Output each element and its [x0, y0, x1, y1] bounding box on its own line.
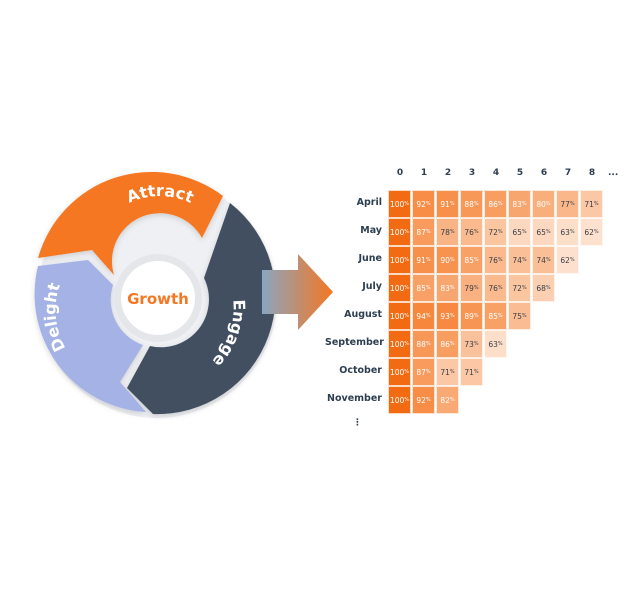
- retention-cell: 94%: [412, 302, 435, 330]
- retention-cell: 100%: [388, 330, 411, 358]
- retention-cell: 76%: [484, 274, 507, 302]
- retention-cell: 87%: [412, 358, 435, 386]
- retention-cell: 83%: [508, 190, 531, 218]
- column-header-1: 1: [420, 168, 428, 178]
- retention-cell: 86%: [484, 190, 507, 218]
- retention-cell: 85%: [460, 246, 483, 274]
- inbound-flywheel-diagram: Growth Attract Engage Delight: [34, 171, 277, 418]
- retention-cell: 91%: [412, 246, 435, 274]
- retention-cell: 85%: [484, 302, 507, 330]
- retention-cell: 88%: [412, 330, 435, 358]
- retention-cell: 74%: [508, 246, 531, 274]
- retention-cell: 88%: [460, 190, 483, 218]
- row-label: May: [360, 225, 382, 236]
- retention-cell: 68%: [532, 274, 555, 302]
- retention-cell: 90%: [436, 246, 459, 274]
- segment-engage: [127, 203, 276, 415]
- column-header-8: 8: [588, 168, 596, 178]
- row-label: April: [356, 197, 382, 208]
- retention-cell: 100%: [388, 246, 411, 274]
- retention-cell: 93%: [436, 302, 459, 330]
- column-header-3: 3: [468, 168, 476, 178]
- retention-cell: 72%: [508, 274, 531, 302]
- retention-cell: 73%: [460, 330, 483, 358]
- retention-cell: 76%: [484, 246, 507, 274]
- columns-more-indicator: ...: [608, 168, 619, 178]
- retention-cell: 100%: [388, 218, 411, 246]
- column-header-7: 7: [564, 168, 572, 178]
- center-label: Growth: [127, 290, 189, 308]
- retention-cell: 83%: [436, 274, 459, 302]
- retention-cell: 71%: [436, 358, 459, 386]
- retention-cell: 92%: [412, 386, 435, 414]
- column-header-4: 4: [492, 168, 500, 178]
- retention-cell: 63%: [556, 218, 579, 246]
- column-header-2: 2: [444, 168, 452, 178]
- retention-cell: 100%: [388, 358, 411, 386]
- segment-delight: [34, 260, 146, 412]
- retention-cell: 100%: [388, 190, 411, 218]
- arrow-icon: [262, 254, 333, 330]
- row-label: November: [327, 393, 382, 404]
- retention-cell: 77%: [556, 190, 579, 218]
- row-label: July: [362, 281, 382, 292]
- retention-cell: 74%: [532, 246, 555, 274]
- row-label: October: [339, 365, 382, 376]
- retention-cell: 100%: [388, 302, 411, 330]
- retention-cell: 62%: [580, 218, 603, 246]
- retention-cell: 91%: [436, 190, 459, 218]
- column-header-6: 6: [540, 168, 548, 178]
- column-header-5: 5: [516, 168, 524, 178]
- retention-cell: 80%: [532, 190, 555, 218]
- retention-cell: 100%: [388, 386, 411, 414]
- retention-cell: 86%: [436, 330, 459, 358]
- retention-cell: 72%: [484, 218, 507, 246]
- retention-cell: 92%: [412, 190, 435, 218]
- retention-cell: 71%: [580, 190, 603, 218]
- row-label: August: [344, 309, 382, 320]
- retention-cell: 82%: [436, 386, 459, 414]
- center-circle: [121, 261, 195, 335]
- retention-cell: 87%: [412, 218, 435, 246]
- column-header-0: 0: [396, 168, 404, 178]
- retention-cell: 89%: [460, 302, 483, 330]
- retention-cell: 75%: [508, 302, 531, 330]
- segment-attract: [38, 171, 223, 275]
- retention-cell: 79%: [460, 274, 483, 302]
- retention-cell: 65%: [508, 218, 531, 246]
- row-label: June: [358, 253, 382, 264]
- rows-more-indicator: ⋮: [353, 418, 362, 428]
- retention-cell: 63%: [484, 330, 507, 358]
- retention-cell: 62%: [556, 246, 579, 274]
- retention-cell: 78%: [436, 218, 459, 246]
- retention-cell: 76%: [460, 218, 483, 246]
- row-label: September: [325, 337, 384, 348]
- retention-cell: 85%: [412, 274, 435, 302]
- retention-cell: 71%: [460, 358, 483, 386]
- retention-cell: 100%: [388, 274, 411, 302]
- retention-cell: 65%: [532, 218, 555, 246]
